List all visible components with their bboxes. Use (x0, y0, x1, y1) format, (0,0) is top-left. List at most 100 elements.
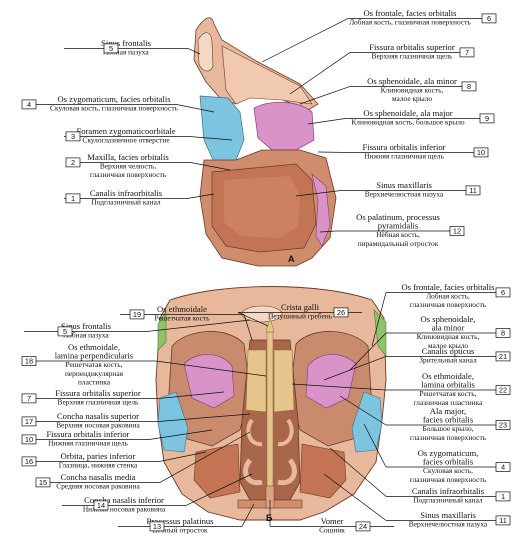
leader-line (185, 473, 253, 506)
latin-term: Os frontale, facies orbitalis (363, 8, 457, 18)
figure-b-letter: Б (266, 513, 273, 523)
russian-term: Клиновидная кость, большое крыло (351, 118, 465, 127)
russian-term: Лобная пазуха (63, 331, 109, 340)
leader-line (291, 383, 387, 391)
perpendicular-plate (266, 331, 274, 503)
russian-term: Средняя носовая раковина (56, 482, 140, 491)
callout-number: 18 (25, 357, 33, 366)
russian-term: Верхняя глазничная щель (58, 398, 140, 407)
number-box (495, 328, 511, 338)
leader-line (147, 319, 251, 332)
callout-number: 6 (487, 14, 491, 23)
number-box (479, 113, 495, 124)
leader-line (299, 86, 351, 105)
leader-line (329, 447, 387, 497)
callout-number: 1 (501, 492, 505, 501)
maxillary-sinus-right-b (299, 443, 347, 499)
sphenoid-right (305, 354, 357, 409)
latin-term: Vomer (321, 516, 344, 526)
russian-term: Лобная пазуха (103, 48, 149, 57)
latin-term: lamina perpendicularis (55, 351, 134, 361)
latin-term: Maxilla, facies orbitalis (87, 152, 169, 162)
leader-line (189, 162, 231, 171)
latin-term: Sinus frontalis (101, 38, 152, 48)
russian-term: Нижняя носовая раковина (83, 505, 166, 514)
russian-term: Клиновидная кость, (417, 332, 480, 341)
leader-line (149, 429, 213, 440)
ethmoid-cells-right (273, 349, 295, 413)
latin-term: Fissura orbitalis superior (55, 388, 141, 398)
callout-figure-a-4: Os zygomaticum, facies orbitalisСкуловая… (21, 94, 215, 113)
leader-line (159, 431, 251, 483)
number-box (21, 416, 37, 427)
zygomatic-region (199, 95, 245, 163)
callout-number: 5 (109, 44, 113, 53)
russian-term: Лобная кость, глазничная поверхность (349, 18, 471, 27)
number-box (495, 462, 511, 472)
latin-term: Sinus frontalis (61, 321, 112, 331)
leader-line (323, 473, 387, 521)
leader-line (319, 230, 337, 233)
zygomatic-right (351, 391, 383, 453)
number-box (495, 385, 511, 395)
latin-term: ala minor (432, 323, 465, 333)
russian-term: Верхняя челюсть, (100, 162, 156, 171)
figure-a-letter: А (288, 254, 295, 264)
number-box (21, 393, 37, 404)
callout-figure-a-12: Os palatinum, processuspyramidalisНёбная… (319, 212, 465, 248)
russian-term: малое крыло (428, 341, 469, 350)
number-box (149, 521, 165, 532)
number-box (461, 81, 477, 92)
leader-line (187, 48, 201, 55)
callout-number: 13 (153, 522, 161, 531)
leader-line (187, 136, 233, 141)
number-box (333, 307, 349, 318)
callout-figure-a-3: Foramen zygomaticoorbitaleСкулоглазнично… (64, 126, 233, 145)
russian-term: Решетчатая кость, (66, 360, 123, 369)
leader-line (371, 292, 387, 347)
callout-number: 6 (501, 288, 505, 297)
russian-term: Скулоглазничное отверстие (82, 136, 170, 145)
latin-term: Os zygomaticum, facies orbitalis (57, 94, 171, 104)
number-box (495, 351, 511, 362)
latin-term: Canalis infraorbitalis (412, 486, 485, 496)
latin-term: lamina orbitalis (421, 380, 475, 390)
callout-number: 8 (467, 82, 471, 91)
callout-number: 4 (501, 463, 505, 472)
concha-middle-left (246, 418, 263, 447)
callout-number: 21 (499, 352, 507, 361)
latin-term: Processus palatinus (146, 516, 214, 526)
russian-term: глазничная пластинка (414, 398, 483, 407)
callout-number: 12 (453, 227, 461, 236)
number-box (93, 500, 109, 511)
callout-figure-b-18: Os ethmoidale,lamina perpendicularisРеше… (21, 342, 267, 386)
number-box (21, 99, 37, 110)
callout-number: 3 (71, 132, 75, 141)
number-box (103, 43, 119, 54)
russian-term: Нёбная кость, (376, 230, 420, 239)
callout-number: 4 (27, 100, 31, 109)
number-box (495, 420, 511, 430)
number-box (35, 477, 51, 488)
latin-term: Orbita, paries inferior (61, 451, 136, 461)
leader-line (237, 312, 269, 327)
leader-line (349, 332, 387, 371)
latin-term: Sinus maxillaris (376, 180, 432, 190)
russian-term: глазничная поверхность (410, 433, 487, 442)
latin-term: Fissura orbitalis inferior (46, 429, 129, 439)
russian-term: Подглазничный канал (413, 496, 483, 505)
concha-inferior-left (243, 458, 263, 486)
